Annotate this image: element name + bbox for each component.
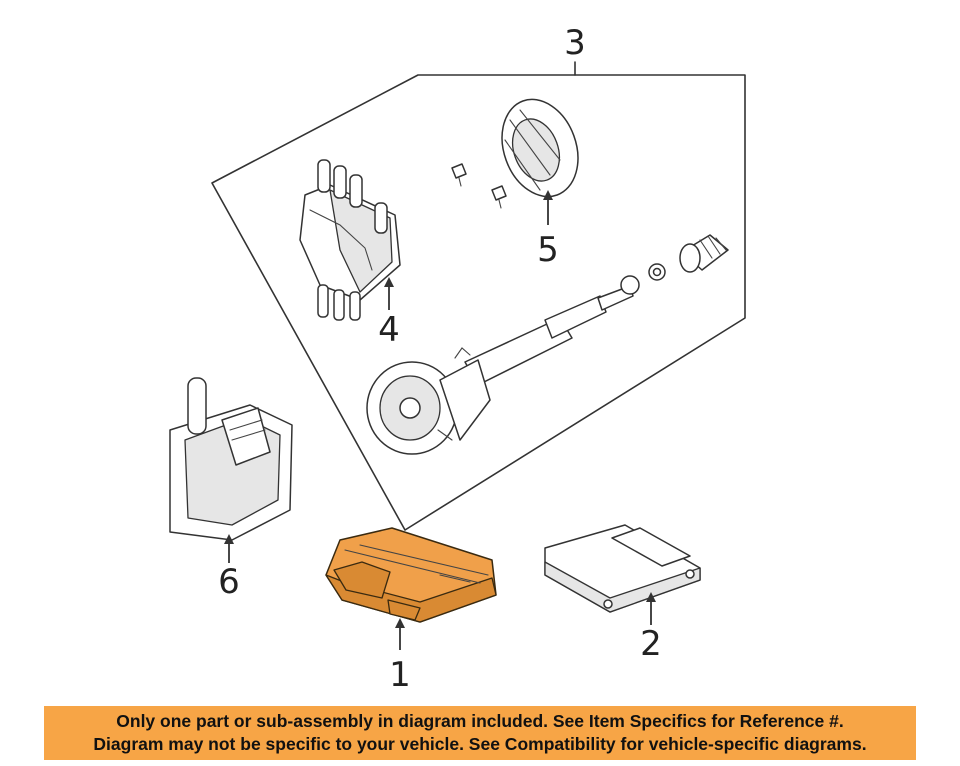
control-module bbox=[544, 524, 701, 613]
callout-4: 4 bbox=[378, 310, 400, 350]
callout-3: 3 bbox=[564, 23, 586, 63]
ignition-coil bbox=[169, 377, 293, 541]
callout-arrows bbox=[224, 190, 656, 650]
disclaimer-banner: Only one part or sub-assembly in diagram… bbox=[44, 706, 916, 760]
distributor-cap bbox=[299, 159, 401, 321]
disclaimer-line-1: Only one part or sub-assembly in diagram… bbox=[116, 711, 844, 731]
callout-2: 2 bbox=[640, 624, 662, 664]
callout-6: 6 bbox=[218, 562, 240, 602]
engine-control-module bbox=[325, 527, 497, 623]
parts-diagram: 1 2 3 4 5 6 bbox=[169, 23, 746, 695]
distributor-housing bbox=[366, 347, 491, 455]
callout-1: 1 bbox=[389, 655, 411, 695]
distributor-shaft bbox=[464, 234, 729, 386]
disclaimer-line-2: Diagram may not be specific to your vehi… bbox=[93, 734, 867, 754]
distributor-rotor bbox=[451, 98, 579, 209]
distributor-assembly-group bbox=[211, 61, 746, 531]
callout-5: 5 bbox=[537, 230, 559, 270]
